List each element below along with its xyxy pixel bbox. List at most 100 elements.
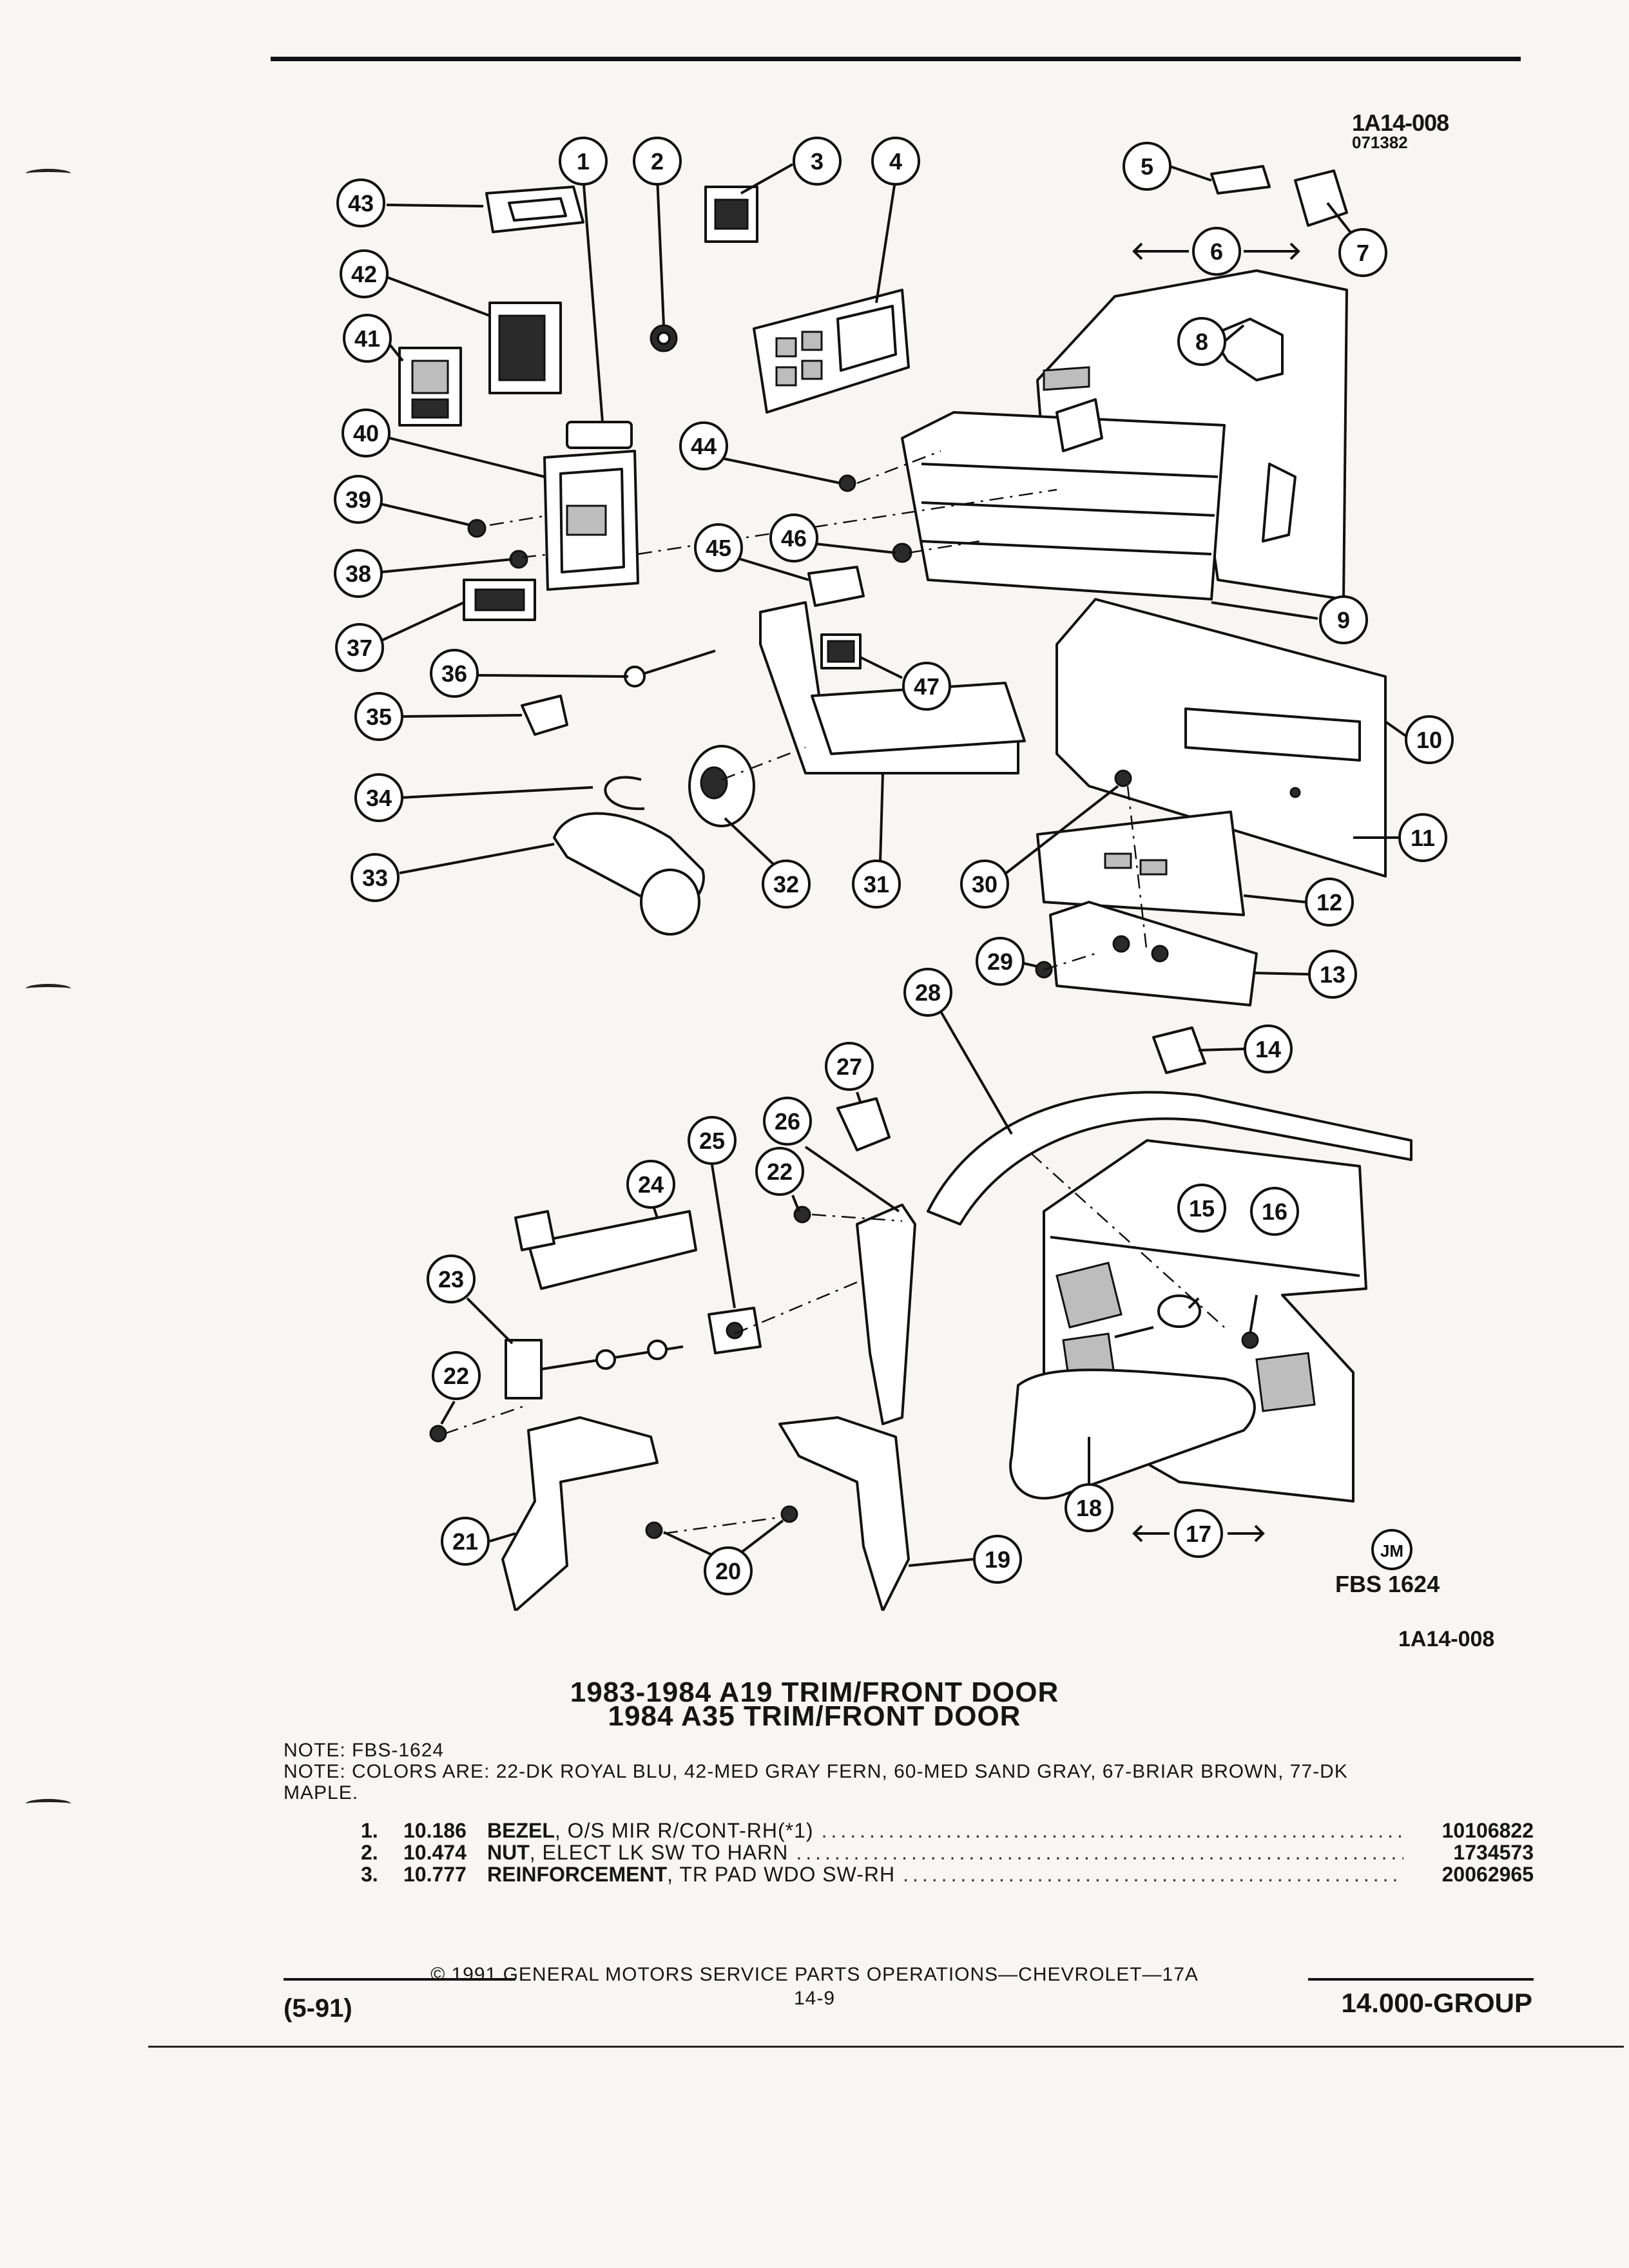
parts-row: 2. 10.474 NUT , ELECT LK SW TO HARN ....… [361, 1841, 1534, 1864]
part-24-mirror [514, 1210, 697, 1290]
svg-text:22: 22 [767, 1158, 793, 1185]
part-12-pull-cup [1036, 811, 1245, 916]
svg-text:39: 39 [345, 486, 371, 513]
callout-20: 20 [704, 1546, 753, 1595]
callout-15: 15 [1177, 1184, 1226, 1233]
callout-36: 36 [430, 649, 479, 698]
svg-text:7: 7 [1356, 240, 1369, 266]
part-45-cup [807, 566, 865, 607]
part-4-switch-bezel [753, 289, 910, 414]
svg-text:5: 5 [1141, 153, 1153, 180]
callout-42: 42 [340, 249, 389, 298]
margin-mark [26, 1799, 71, 1809]
callout-12: 12 [1305, 878, 1354, 927]
svg-text:40: 40 [353, 420, 379, 447]
svg-text:41: 41 [354, 325, 380, 352]
svg-text:17: 17 [1186, 1521, 1211, 1547]
svg-text:12: 12 [1316, 889, 1342, 916]
svg-text:31: 31 [863, 871, 889, 898]
svg-text:16: 16 [1262, 1198, 1287, 1225]
callout-24: 24 [626, 1160, 675, 1209]
callout-5: 5 [1123, 142, 1171, 191]
top-rule [271, 57, 1521, 61]
note-2: NOTE: COLORS ARE: 22-DK ROYAL BLU, 42-ME… [284, 1761, 1348, 1782]
callout-13: 13 [1308, 950, 1357, 999]
svg-text:21: 21 [452, 1528, 478, 1555]
svg-text:JM: JM [1380, 1541, 1403, 1561]
svg-text:9: 9 [1337, 607, 1350, 633]
note-3: MAPLE. [284, 1782, 359, 1803]
callout-17: 17 [1174, 1509, 1223, 1558]
title-line-1: 1983-1984 A19 TRIM/FRONT DOOR [570, 1677, 1059, 1708]
copyright: © 1991 GENERAL MOTORS SERVICE PARTS OPER… [430, 1964, 1199, 1985]
callout-45: 45 [694, 523, 743, 572]
part-32-escutcheon [688, 745, 755, 827]
part-14-clip [1152, 1026, 1206, 1074]
revision-date: (5-91) [284, 1994, 352, 2023]
part-20-screw [645, 1521, 663, 1539]
part-39-screw [467, 519, 487, 538]
callout-9: 9 [1319, 595, 1368, 644]
callout-16: 16 [1250, 1187, 1299, 1236]
callout-44: 44 [679, 421, 728, 470]
part-3-reinforcement [704, 186, 758, 243]
part-20-screw [780, 1505, 798, 1523]
part-46-nut [892, 543, 912, 563]
note-1: NOTE: FBS-1624 [284, 1740, 445, 1761]
parts-row: 3. 10.777 REINFORCEMENT , TR PAD WDO SW-… [361, 1863, 1534, 1886]
part-40-plate [543, 450, 639, 591]
svg-text:14: 14 [1255, 1036, 1281, 1062]
part-23-bracket [505, 1339, 684, 1399]
footer-rule-left [284, 1978, 516, 1981]
svg-text:33: 33 [362, 865, 388, 891]
callout-19: 19 [973, 1535, 1022, 1584]
part-27-retainer [836, 1097, 891, 1151]
margin-mark [26, 169, 71, 178]
svg-text:38: 38 [345, 561, 371, 587]
svg-text:19: 19 [985, 1546, 1010, 1573]
callout-47: 47 [902, 662, 951, 711]
callout-34: 34 [354, 773, 403, 822]
callout-22: 22 [432, 1351, 481, 1400]
callout-10: 10 [1405, 715, 1454, 764]
svg-text:42: 42 [351, 261, 377, 287]
callout-21: 21 [441, 1517, 490, 1566]
part-31-armrest [759, 601, 1026, 774]
callout-4: 4 [871, 137, 920, 186]
svg-text:6: 6 [1210, 238, 1223, 265]
margin-mark [26, 984, 71, 994]
svg-text:24: 24 [638, 1171, 664, 1198]
part-13-lamp-housing [1049, 901, 1258, 1006]
part-44-screw [838, 474, 856, 492]
part-19-kick-panel [778, 1416, 910, 1611]
part-9-upper-door-panel [901, 269, 1348, 601]
callout-28: 28 [903, 968, 952, 1017]
footer-rule-right [1308, 1978, 1534, 1981]
svg-text:46: 46 [781, 525, 807, 552]
callout-40: 40 [342, 408, 390, 457]
part-1-bezel [566, 421, 633, 449]
part-41-switch [398, 347, 462, 427]
callout-22b: 22 [755, 1147, 804, 1196]
fbs-label: FBS 1624 [1335, 1571, 1440, 1597]
parts-row: 1. 10.186 BEZEL , O/S MIR R/CONT-RH(*1) … [361, 1819, 1534, 1842]
part-43-bezel [485, 186, 584, 233]
exploded-parts-diagram: 1 2 3 4 5 6 7 8 9 10 11 12 13 14 15 16 1… [334, 137, 1454, 1611]
part-8-bracket [1210, 318, 1284, 381]
svg-text:32: 32 [773, 871, 799, 898]
part-33-window-crank [553, 812, 705, 936]
callout-29: 29 [976, 937, 1025, 986]
svg-text:2: 2 [651, 148, 664, 175]
part-37-switch [463, 579, 536, 621]
part-35-cap [521, 695, 568, 736]
svg-text:18: 18 [1076, 1495, 1102, 1521]
svg-text:44: 44 [691, 433, 717, 459]
svg-text:45: 45 [706, 535, 731, 561]
svg-text:25: 25 [699, 1128, 725, 1154]
part-25-switch [708, 1307, 762, 1354]
part-21-kick-panel [501, 1416, 659, 1611]
part-18-visor [1009, 1369, 1256, 1500]
callout-39: 39 [334, 475, 383, 524]
diagram-date: 071382 [1352, 133, 1408, 152]
callout-1: 1 [559, 137, 608, 186]
